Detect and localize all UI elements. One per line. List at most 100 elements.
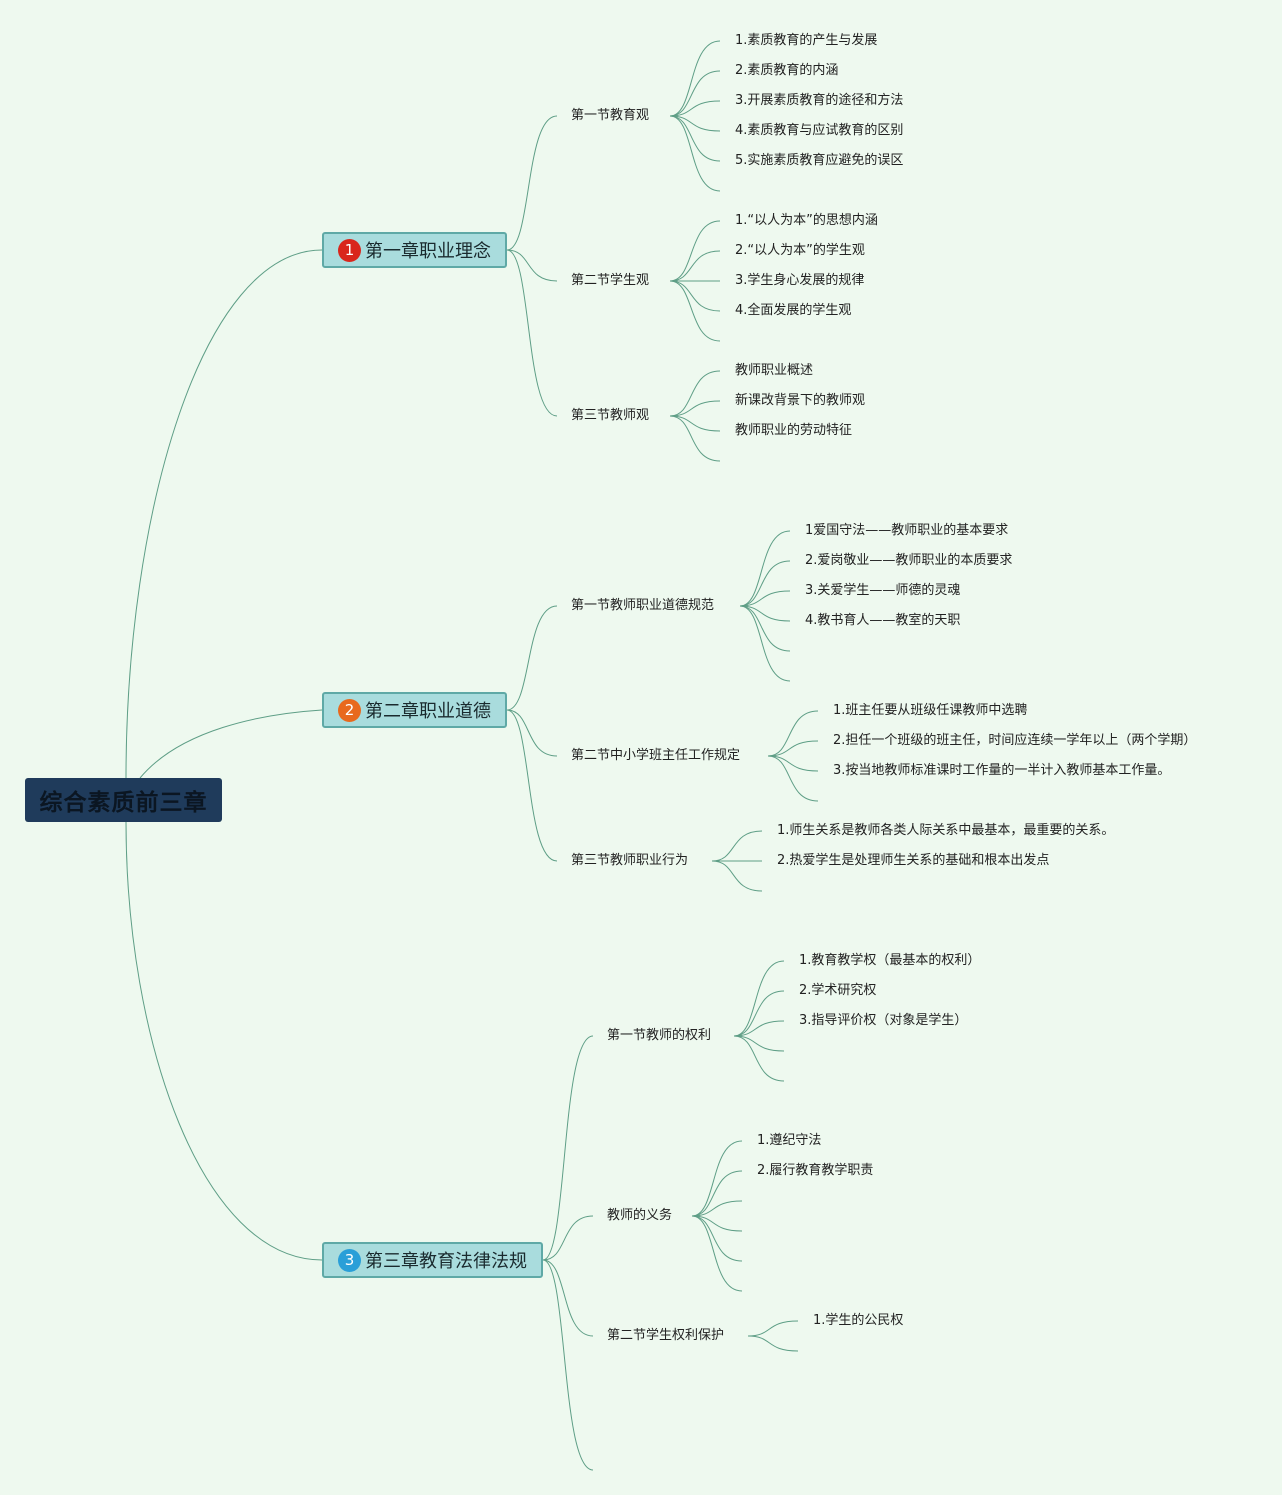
section-node[interactable]: 第三节教师职业行为 <box>571 853 689 868</box>
leaf-connector <box>669 115 721 192</box>
leaf-connector <box>669 100 721 117</box>
leaf-connector <box>669 250 721 282</box>
leaf-node[interactable]: 2.热爱学生是处理师生关系的基础和根本出发点 <box>777 853 1050 868</box>
leaf-connector <box>739 560 791 607</box>
chapter-connector <box>542 1259 594 1337</box>
priority-3-icon: 3 <box>338 1248 361 1272</box>
root-title: 综合素质前三章 <box>39 790 208 816</box>
leaf-node[interactable]: 新课改背景下的教师观 <box>735 393 866 408</box>
chapter-node-2[interactable]: 2 第二章职业道德 <box>322 692 507 728</box>
leaf-node[interactable]: 2.学术研究权 <box>799 983 877 998</box>
leaf-node[interactable]: 教师职业概述 <box>735 363 814 378</box>
leaf-node[interactable]: 1.遵纪守法 <box>757 1133 822 1148</box>
leaf-connector <box>669 415 721 432</box>
leaf-node[interactable]: 2.履行教育教学职责 <box>757 1163 874 1178</box>
leaf-connector <box>691 1200 743 1217</box>
leaf-connector <box>739 590 791 607</box>
leaf-connector <box>669 370 721 417</box>
leaf-connector <box>739 605 791 652</box>
chapter-connector <box>506 249 558 417</box>
priority-2-icon: 2 <box>338 698 361 722</box>
section-node[interactable]: 第一节教师职业道德规范 <box>571 598 715 613</box>
root-connector <box>125 821 323 1261</box>
leaf-node[interactable]: 1.教育教学权（最基本的权利） <box>799 953 981 968</box>
leaf-connector <box>691 1215 743 1232</box>
leaf-node[interactable]: 1.学生的公民权 <box>813 1313 904 1328</box>
leaf-connector <box>669 400 721 417</box>
leaf-node[interactable]: 5.实施素质教育应避免的误区 <box>735 153 904 168</box>
leaf-connector <box>767 755 819 802</box>
chapter-label: 第三章教育法律法规 <box>365 1251 527 1272</box>
leaf-connector <box>739 530 791 607</box>
leaf-connector <box>733 960 785 1037</box>
leaf-connector <box>669 415 721 462</box>
leaf-node[interactable]: 3.开展素质教育的途径和方法 <box>735 93 904 108</box>
chapter-connector <box>506 709 558 862</box>
section-node[interactable]: 第一节教育观 <box>571 108 650 123</box>
leaf-connector <box>747 1320 799 1337</box>
leaf-connector <box>691 1140 743 1217</box>
chapter-connector <box>542 1215 594 1261</box>
leaf-connector <box>733 990 785 1037</box>
section-node[interactable]: 第二节中小学班主任工作规定 <box>571 748 741 763</box>
priority-1-icon: 1 <box>338 238 361 262</box>
leaf-connector <box>669 280 721 312</box>
leaf-connector <box>739 605 791 682</box>
chapter-label: 第一章职业理念 <box>365 241 491 262</box>
leaf-node[interactable]: 4.全面发展的学生观 <box>735 303 852 318</box>
leaf-node[interactable]: 1.“以人为本”的思想内涵 <box>735 213 878 228</box>
leaf-connector <box>767 755 819 772</box>
section-node[interactable]: 教师的义务 <box>607 1208 673 1223</box>
leaf-connector <box>767 740 819 757</box>
section-node[interactable]: 第一节教师的权利 <box>607 1028 712 1043</box>
leaf-node[interactable]: 2.爱岗敬业——教师职业的本质要求 <box>805 553 1013 568</box>
leaf-connector <box>739 605 791 622</box>
leaf-node[interactable]: 3.学生身心发展的规律 <box>735 273 865 288</box>
leaf-node[interactable]: 3.指导评价权（对象是学生） <box>799 1013 968 1028</box>
leaf-node[interactable]: 1爱国守法——教师职业的基本要求 <box>805 523 1009 538</box>
leaf-connector <box>767 710 819 757</box>
leaf-connector <box>669 40 721 117</box>
chapter-connector <box>542 1035 594 1261</box>
leaf-connector <box>669 70 721 117</box>
leaf-node[interactable]: 1.素质教育的产生与发展 <box>735 33 878 48</box>
chapter-label: 第二章职业道德 <box>365 701 491 722</box>
section-node[interactable]: 第二节学生权利保护 <box>607 1328 725 1343</box>
leaf-connector <box>691 1215 743 1292</box>
leaf-node[interactable]: 2.担任一个班级的班主任，时间应连续一学年以上（两个学期） <box>833 733 1197 748</box>
chapter-connector <box>542 1259 594 1471</box>
leaf-connector <box>733 1035 785 1052</box>
chapter-connector <box>506 709 558 757</box>
leaf-connector <box>669 220 721 282</box>
leaf-node[interactable]: 4.素质教育与应试教育的区别 <box>735 123 904 138</box>
leaf-connector <box>733 1035 785 1082</box>
leaf-connector <box>669 280 721 342</box>
leaf-connector <box>691 1215 743 1262</box>
chapter-connector <box>506 115 558 251</box>
root-node[interactable]: 综合素质前三章 <box>25 778 222 822</box>
leaf-node[interactable]: 2.素质教育的内涵 <box>735 63 839 78</box>
leaf-connector <box>747 1335 799 1352</box>
leaf-node[interactable]: 教师职业的劳动特征 <box>735 423 853 438</box>
leaf-node[interactable]: 1.师生关系是教师各类人际关系中最基本，最重要的关系。 <box>777 823 1115 838</box>
root-connector <box>125 249 323 779</box>
leaf-connector <box>669 115 721 132</box>
chapter-connector <box>506 605 558 711</box>
leaf-connector <box>711 830 763 862</box>
leaf-node[interactable]: 3.关爱学生——师德的灵魂 <box>805 583 961 598</box>
leaf-connector <box>711 860 763 892</box>
leaf-node[interactable]: 2.“以人为本”的学生观 <box>735 243 865 258</box>
section-node[interactable]: 第二节学生观 <box>571 273 650 288</box>
chapter-node-1[interactable]: 1 第一章职业理念 <box>322 232 507 268</box>
section-node[interactable]: 第三节教师观 <box>571 408 650 423</box>
leaf-node[interactable]: 4.教书育人——教室的天职 <box>805 613 961 628</box>
leaf-node[interactable]: 1.班主任要从班级任课教师中选聘 <box>833 703 1028 718</box>
chapter-connector <box>506 249 558 282</box>
chapter-node-3[interactable]: 3 第三章教育法律法规 <box>322 1242 543 1278</box>
leaf-node[interactable]: 3.按当地教师标准课时工作量的一半计入教师基本工作量。 <box>833 763 1171 778</box>
root-connector <box>139 709 323 779</box>
leaf-connector <box>669 115 721 162</box>
leaf-connector <box>733 1020 785 1037</box>
leaf-connector <box>691 1170 743 1217</box>
